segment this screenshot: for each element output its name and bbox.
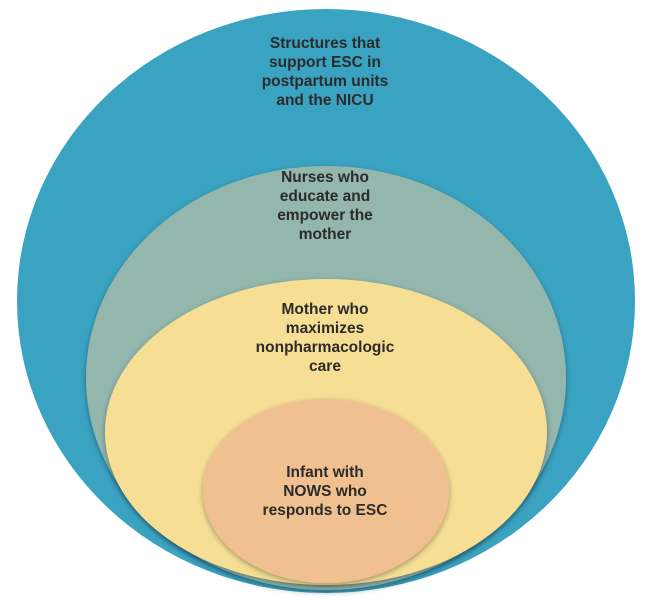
second-circle-label: Nurses who educate and empower the mothe… bbox=[277, 169, 373, 243]
inner-circle-infant bbox=[203, 399, 449, 583]
inner-circle-label: Infant with NOWS who responds to ESC bbox=[262, 464, 388, 519]
outer-circle-label: Structures that support ESC in postpartu… bbox=[261, 35, 389, 109]
third-circle-label: Mother who maximizes nonpharmacologic ca… bbox=[255, 301, 395, 375]
